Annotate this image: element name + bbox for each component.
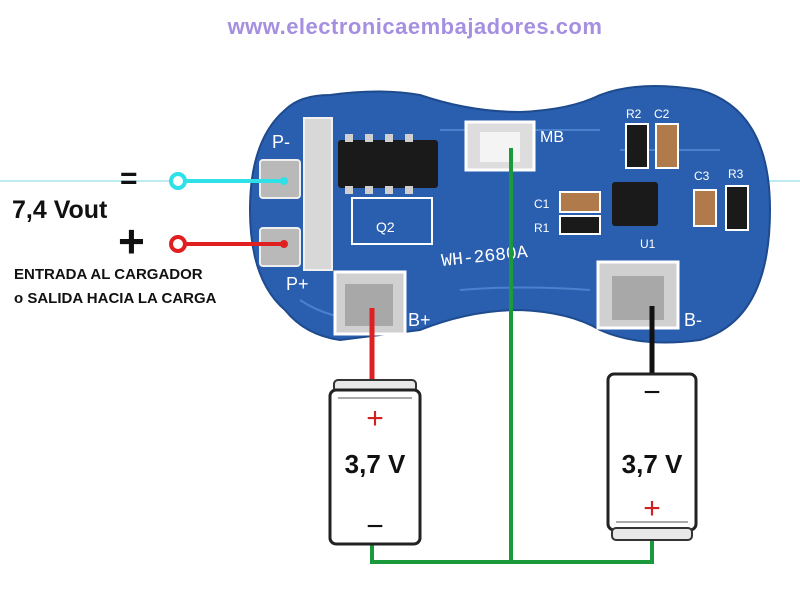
solder-positive <box>280 240 288 248</box>
pad-p-strip <box>303 117 333 271</box>
label-q2: Q2 <box>376 219 395 235</box>
website-url: www.electronicaembajadores.com <box>227 14 603 39</box>
output-voltage-label: 7,4 Vout <box>12 196 108 224</box>
caption-charger-input: ENTRADA AL CARGADOR <box>14 266 203 283</box>
r1-component <box>559 215 601 235</box>
label-b-minus: B- <box>684 310 702 330</box>
label-r2: R2 <box>626 107 642 121</box>
battery-right-minus: − <box>643 376 661 409</box>
label-c2: C2 <box>654 107 670 121</box>
c3-component <box>693 189 717 227</box>
pad-b-minus-inner <box>612 276 664 320</box>
battery-left <box>328 379 422 546</box>
pad-p-plus <box>259 227 301 267</box>
battery-left-plus: + <box>366 402 384 435</box>
c1-component <box>559 191 601 213</box>
battery-right <box>606 372 698 541</box>
caption-load-output: o SALIDA HACIA LA CARGA <box>14 290 217 307</box>
terminal-positive <box>169 235 187 253</box>
label-b-plus: B+ <box>408 310 431 330</box>
u1-chip <box>612 182 658 226</box>
ic-chip-main <box>338 140 438 188</box>
terminal-negative <box>169 172 187 190</box>
q2-outline <box>351 197 433 245</box>
label-c1: C1 <box>534 197 550 211</box>
r2-component <box>625 123 649 169</box>
battery-right-voltage: 3,7 V <box>622 449 683 479</box>
battery-right-plus: + <box>643 492 661 525</box>
c2-component <box>655 123 679 169</box>
solder-negative <box>280 177 288 185</box>
label-mb: MB <box>540 129 564 146</box>
label-u1: U1 <box>640 237 656 251</box>
r3-component <box>725 185 749 231</box>
output-minus-sign: = <box>120 162 138 195</box>
output-plus-sign: + <box>118 215 145 267</box>
label-p-minus: P- <box>272 132 290 152</box>
battery-left-minus: − <box>366 510 384 543</box>
battery-left-voltage: 3,7 V <box>345 449 406 479</box>
pad-mb-inner <box>480 132 520 162</box>
ic-chip-pins <box>345 134 413 194</box>
label-r1: R1 <box>534 221 550 235</box>
pcb-traces <box>299 129 720 321</box>
pad-b-plus-inner <box>345 284 393 326</box>
label-c3: C3 <box>694 169 710 183</box>
label-r3: R3 <box>728 167 744 181</box>
label-p-plus: P+ <box>286 274 309 294</box>
